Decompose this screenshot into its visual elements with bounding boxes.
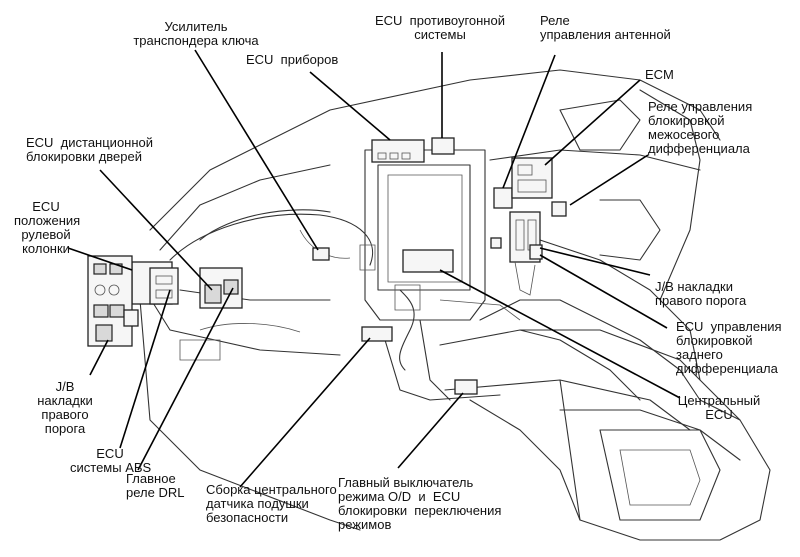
junction-block-left — [87, 255, 139, 347]
label-ecu-rear-diff-lock: ECU управления блокировкой заднего диффе… — [676, 319, 782, 376]
label-ecu-steering-column: ECU положения рулевой колонки — [14, 199, 81, 256]
transponder-amp-box — [312, 247, 330, 261]
label-ecu-instruments: ECU приборов — [246, 52, 339, 67]
label-od-main-switch: Главный выключатель режима O/D и ECU бло… — [338, 475, 502, 532]
label-diff-lock-relay: Реле управления блокировкой межосевого д… — [648, 99, 753, 156]
label-ecu-abs: ECU системы ABS — [70, 446, 152, 475]
diff-lock-relay-box — [551, 201, 567, 217]
ecu-antitheft-box — [431, 137, 455, 155]
central-ecu-box — [402, 249, 454, 273]
label-ecu-door-lock: ECU дистанционной блокировки дверей — [26, 135, 154, 164]
dashboard-outline — [139, 69, 771, 541]
ecu-instruments-box — [371, 139, 425, 163]
ecu-rear-diff-box — [529, 244, 543, 260]
label-jb-right-sill: J/B накладки правого порога — [655, 279, 747, 308]
label-ecm: ECM — [645, 67, 674, 82]
label-drl-main-relay: Главное реле DRL — [126, 471, 185, 500]
label-ecu-antitheft: ECU противоугонной системы — [375, 13, 505, 42]
label-antenna-relay: Реле управления антенной — [540, 13, 671, 42]
antenna-relay-box — [493, 187, 513, 209]
label-airbag-sensor-assembly: Сборка центрального датчика подушки безо… — [206, 482, 337, 525]
od-switch-box — [454, 379, 478, 395]
leader-lines — [67, 49, 681, 488]
label-transponder-amplifier: Усилитель транспондера ключа — [133, 19, 259, 48]
label-jb-left-sill: J/B накладки правого порога — [37, 379, 93, 436]
label-central-ecu: Центральный ECU — [677, 393, 761, 422]
airbag-sensor-box — [361, 326, 393, 342]
relay-cluster-left — [131, 261, 243, 309]
